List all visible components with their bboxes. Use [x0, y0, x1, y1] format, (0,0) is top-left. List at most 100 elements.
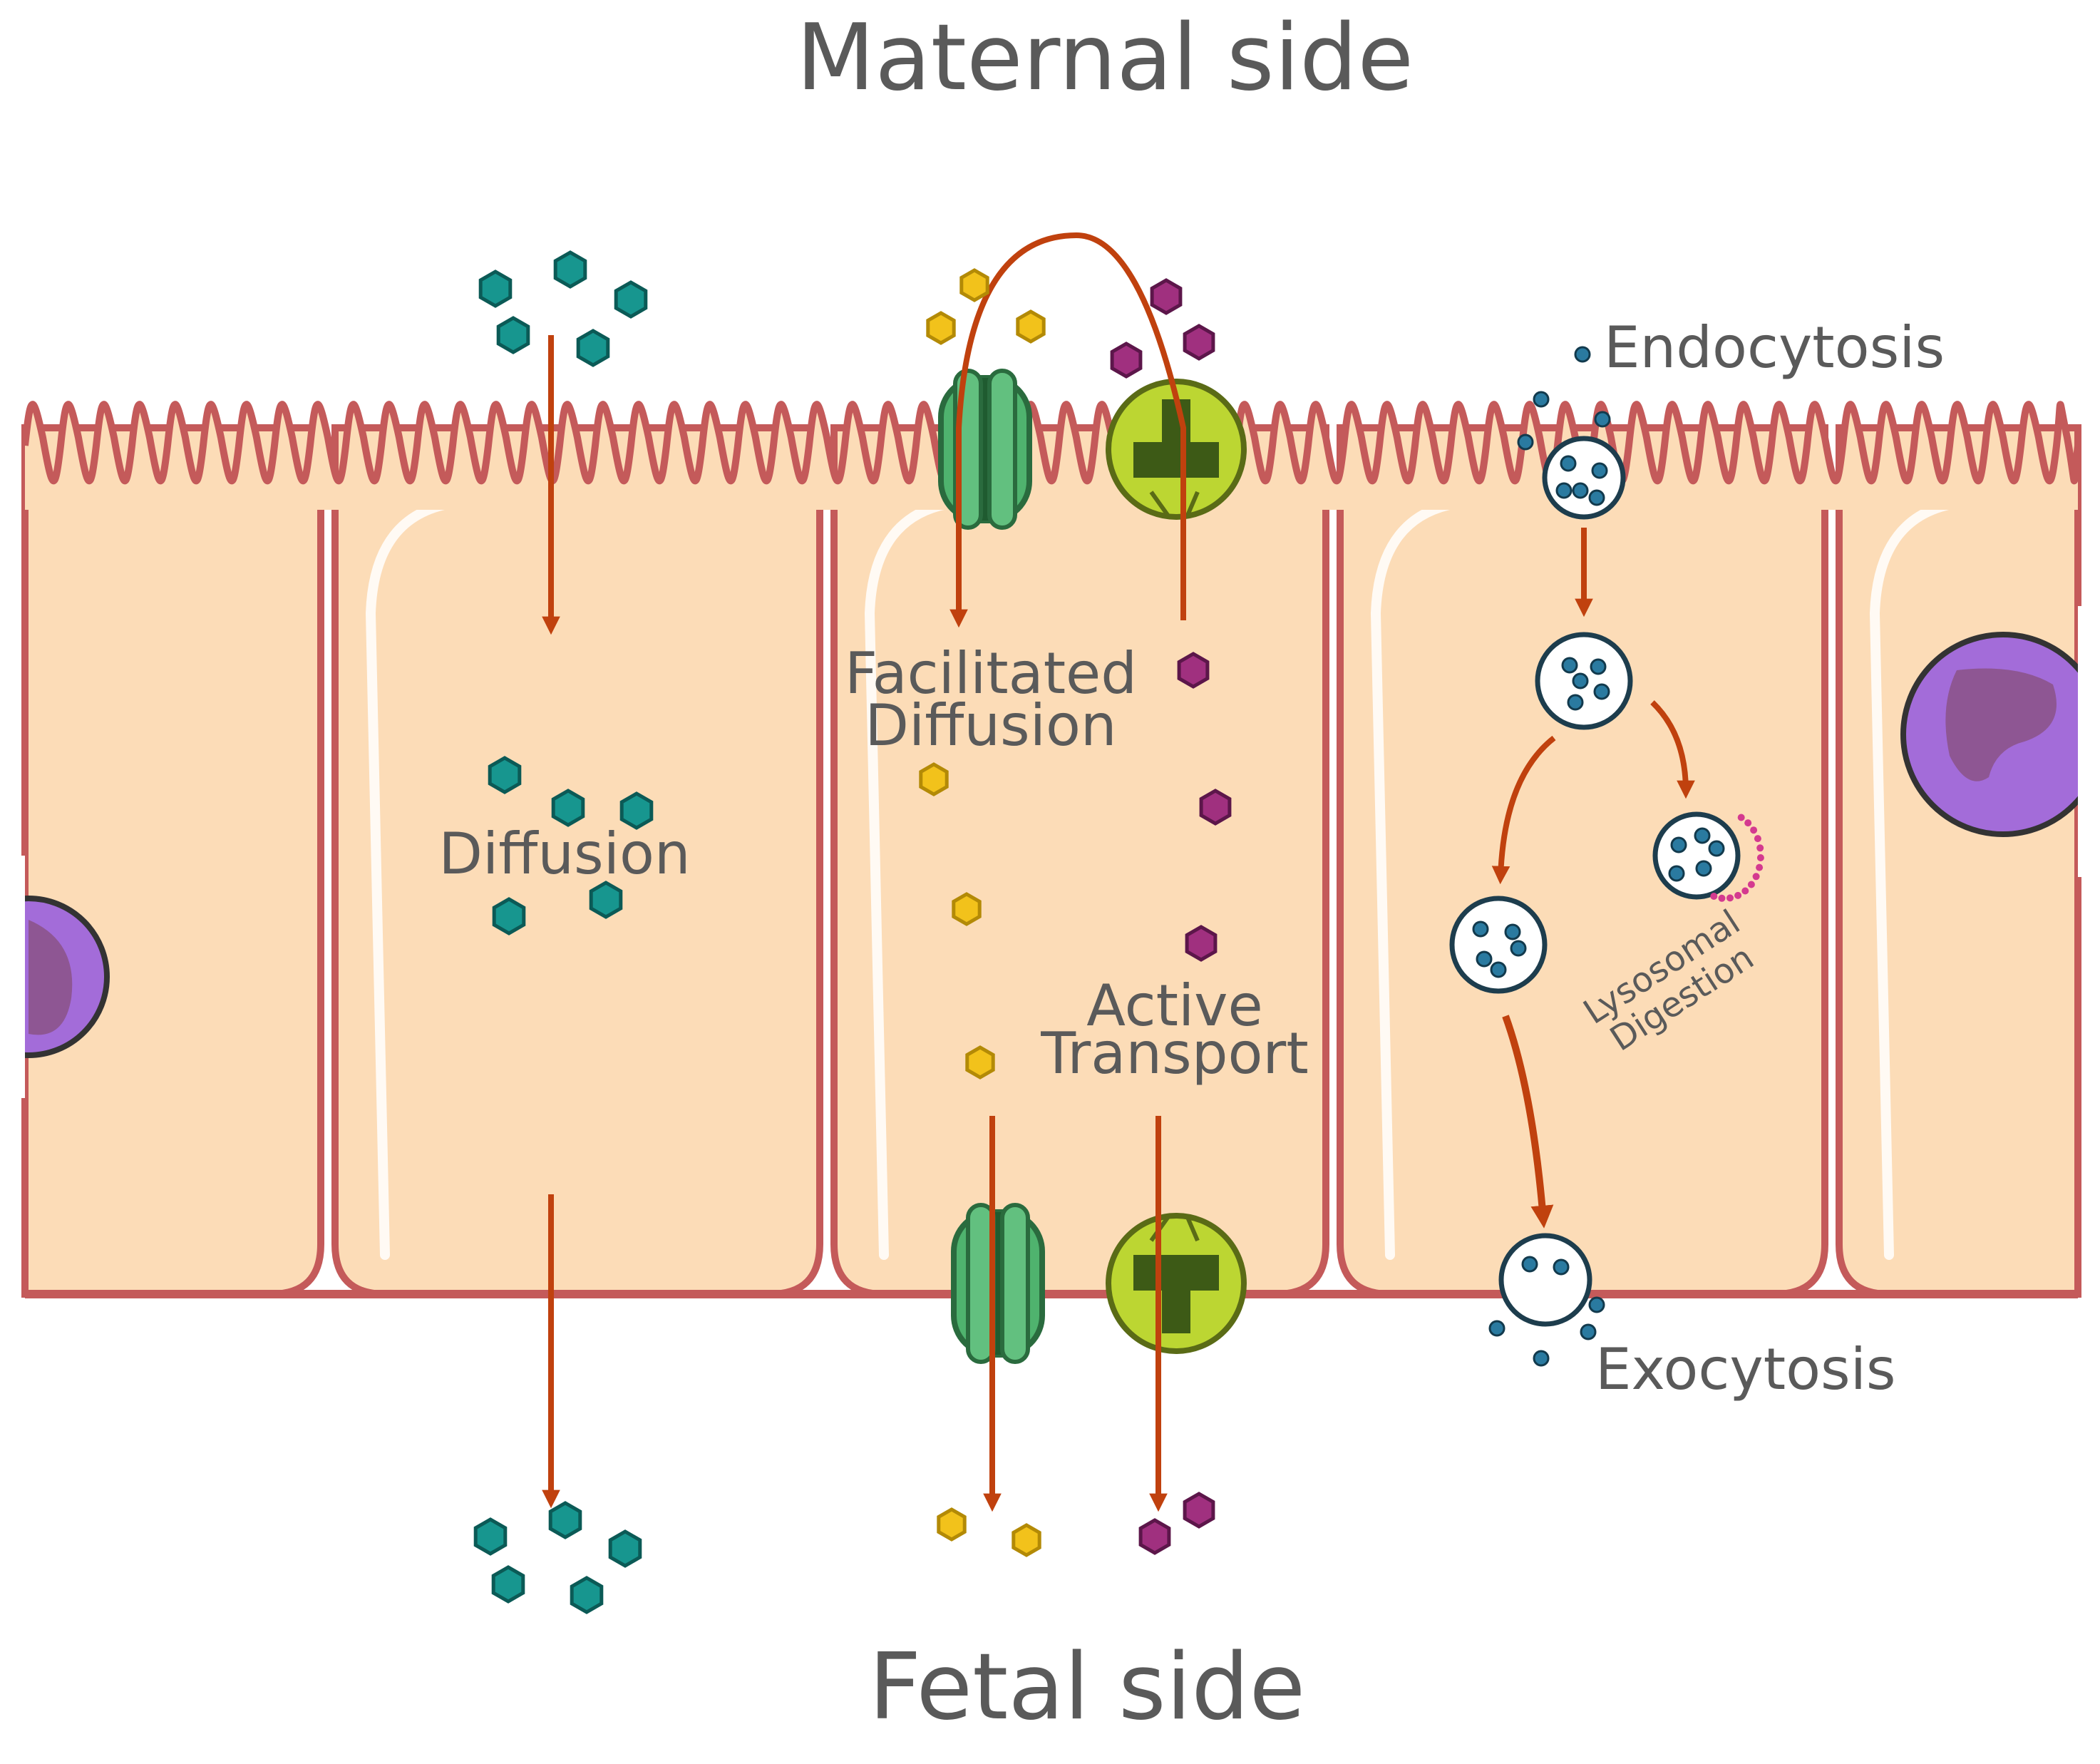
endocytosis-label: Endocytosis	[1604, 314, 1945, 381]
maternal-side-label: Maternal side	[796, 5, 1414, 111]
teal-molecule	[496, 316, 530, 354]
yellow-molecule	[1016, 309, 1046, 344]
transport-particle	[1695, 860, 1712, 877]
transport-particle	[1561, 657, 1578, 674]
lysosomal-enzyme	[1718, 894, 1726, 902]
carrier-gap	[1149, 491, 1200, 518]
cell-body	[21, 424, 324, 1298]
vesicle-membrane	[1498, 1233, 1592, 1327]
purple-molecule	[1177, 652, 1210, 689]
teal-molecule	[553, 250, 587, 289]
lysosomal-enzyme	[1754, 835, 1761, 843]
vesicle-branch-left-arrow	[1491, 735, 1556, 885]
lysosomal-enzyme	[1756, 854, 1764, 861]
carrier-binding-site	[1133, 1255, 1219, 1333]
purple-molecule	[1110, 342, 1143, 379]
nucleus-right-clip	[2078, 606, 2100, 877]
purple-molecule	[1183, 1492, 1215, 1529]
yellow-molecule	[1012, 1523, 1041, 1557]
yellow-molecule	[952, 892, 982, 926]
purple-molecule	[1138, 1518, 1171, 1555]
endocytosis-particle	[1517, 434, 1534, 451]
nucleus-left-clip	[0, 856, 25, 1098]
nucleolus-left	[29, 920, 73, 1035]
diffusion-label: Diffusion	[438, 821, 690, 887]
vesicle-branch-right-arrow	[1650, 700, 1695, 799]
transport-particle	[1572, 482, 1589, 499]
fetal-side-label: Fetal side	[869, 1634, 1306, 1740]
transport-particle	[1521, 1256, 1538, 1273]
purple-molecule	[1185, 925, 1218, 962]
channel-subunit-right	[987, 369, 1017, 530]
purple-molecule	[1183, 324, 1215, 361]
lysosomal-enzyme	[1747, 881, 1755, 888]
active-transport-label-line2: Transport	[1040, 1020, 1308, 1087]
nucleolus-right	[1945, 668, 2057, 781]
active-transport-label-line1: Active	[1086, 973, 1262, 1039]
lysosome-vesicle	[1652, 811, 1764, 902]
transport-particle	[1668, 865, 1685, 882]
teal-molecule	[492, 897, 526, 935]
exocytosis-label: Exocytosis	[1595, 1336, 1896, 1403]
teal-molecule	[478, 270, 513, 308]
yellow-molecule	[937, 1507, 967, 1542]
lysosomal-enzyme	[1756, 844, 1764, 852]
membrane-proteins	[938, 369, 1247, 1364]
transport-particle	[1591, 462, 1608, 479]
lysosomal-enzyme	[1726, 894, 1734, 902]
trophoblast-cell-layer	[0, 401, 2100, 1298]
transport-particle	[1694, 827, 1711, 844]
channel-protein-fetal	[951, 1203, 1045, 1364]
transport-particle	[1590, 658, 1607, 675]
exocytosis-particle	[1588, 1296, 1605, 1313]
carrier-protein-fetal	[1106, 1213, 1247, 1354]
transport-particle	[1567, 694, 1584, 711]
transport-particle	[1588, 489, 1605, 506]
teal-molecule	[570, 1576, 604, 1614]
carrier-protein-maternal	[1106, 379, 1247, 520]
endocytosis-particle	[1533, 391, 1550, 408]
teal-molecule	[576, 329, 610, 367]
lysosomal-enzyme	[1750, 826, 1758, 834]
lysosomal-enzyme	[1756, 863, 1764, 871]
yellow-molecule	[926, 311, 956, 345]
teal-molecule	[548, 1501, 582, 1539]
teal-molecule	[619, 791, 654, 830]
cell-body	[1836, 424, 2081, 1298]
carrier-binding-site	[1133, 399, 1219, 478]
channel-protein-maternal	[938, 369, 1032, 530]
exocytosis-particle	[1533, 1350, 1550, 1367]
transport-particle	[1476, 950, 1493, 968]
endocytosis-particle	[1574, 346, 1591, 363]
transport-vesicle	[1449, 896, 1548, 994]
yellow-molecule	[919, 762, 949, 796]
microvilli-membrane	[21, 401, 2081, 485]
lysosomal-enzyme	[1710, 893, 1718, 900]
teal-molecule	[473, 1517, 508, 1556]
transport-particle	[1504, 923, 1521, 940]
transport-particle	[1593, 683, 1610, 700]
cell-body	[830, 424, 1329, 1298]
lysosomal-enzyme	[1752, 873, 1760, 881]
teal-molecule	[488, 756, 522, 794]
vesicle-membrane	[1542, 436, 1626, 520]
vesicle-membrane	[1449, 896, 1548, 994]
lysosomal-enzyme	[1744, 819, 1752, 827]
transport-particle	[1510, 940, 1527, 957]
teal-molecule	[491, 1565, 525, 1604]
facilitated-diffusion-label-line1: Facilitated	[845, 640, 1137, 707]
endocytic-pocket	[1542, 436, 1626, 520]
exocytosis-particle	[1580, 1323, 1597, 1340]
purple-molecule	[1199, 789, 1232, 826]
transport-particle	[1560, 455, 1577, 472]
transport-particle	[1553, 1258, 1570, 1276]
transport-particle	[1555, 482, 1573, 499]
molecules	[473, 250, 1232, 1614]
transport-particle	[1708, 840, 1725, 857]
purple-molecule	[1150, 278, 1183, 315]
teal-molecule	[551, 789, 585, 827]
teal-molecule	[614, 280, 648, 319]
exocytosis-arrow	[1502, 1015, 1554, 1229]
